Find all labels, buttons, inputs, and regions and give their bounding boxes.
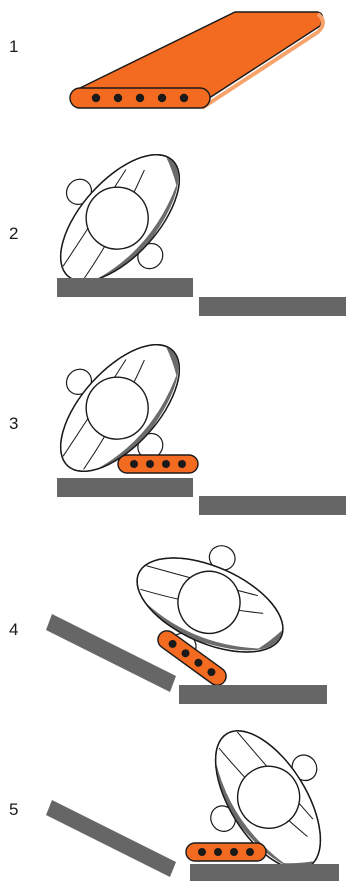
step-3-pad <box>117 454 199 474</box>
step-2-bed-surface <box>57 278 193 297</box>
step-5-number: 5 <box>9 800 19 819</box>
step-4-number: 4 <box>9 620 19 639</box>
step-4-tilted-surface <box>46 614 176 692</box>
step-3-patient <box>22 309 218 507</box>
step-3-target-surface <box>199 496 346 515</box>
step-2-target-surface <box>199 297 346 316</box>
step-1-number: 1 <box>9 37 19 56</box>
step-3-number: 3 <box>9 414 19 433</box>
step-3-bed-surface <box>57 478 193 497</box>
step-5-target-surface <box>190 864 339 881</box>
step-1-transfer-pad <box>69 11 325 110</box>
step-2-number: 2 <box>9 224 19 243</box>
step-5-pad <box>185 842 267 862</box>
step-4-target-surface <box>179 685 327 704</box>
step-5-tilted-surface <box>46 800 176 877</box>
